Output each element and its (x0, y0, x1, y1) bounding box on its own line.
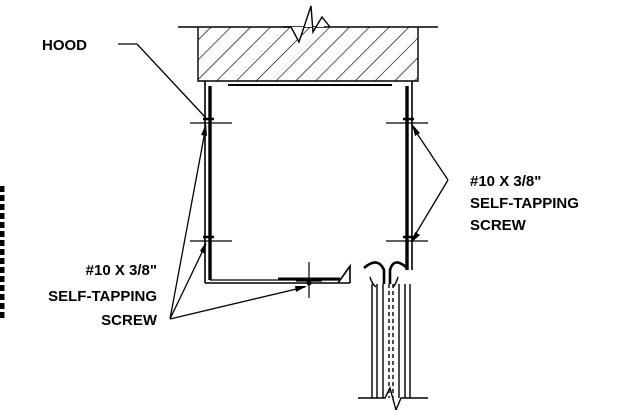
right-screw-type: SELF-TAPPING (470, 195, 579, 212)
arrowhead-left-upper (201, 124, 207, 136)
hook-connector (363, 261, 408, 288)
left-screw-callout: #10 X 3/8" SELF-TAPPING SCREW (48, 262, 158, 329)
hood-block (197, 5, 419, 82)
right-screw-leader-lines (411, 125, 449, 241)
break-symbol (283, 5, 331, 44)
right-screw-callout: #10 X 3/8" SELF-TAPPING SCREW (470, 173, 579, 234)
arrowhead-left-lower (200, 242, 206, 254)
screw-marker-left-lower (190, 235, 232, 242)
screw-marker-right-upper (386, 117, 428, 124)
arrowhead-bottom (295, 286, 307, 292)
screw-marker-right-lower (386, 235, 428, 242)
bottom-panel (205, 263, 351, 284)
right-wall (405, 81, 413, 270)
right-screw-size: #10 X 3/8" (470, 173, 541, 190)
right-screw-word: SCREW (470, 217, 527, 234)
left-wall (204, 81, 212, 283)
screw-marker-bottom (296, 262, 322, 298)
bottom-break-symbol (358, 386, 428, 410)
hood-leader-line (118, 43, 207, 119)
left-screw-type: SELF-TAPPING (48, 288, 157, 305)
left-screw-leader-lines (169, 125, 306, 320)
hood-label: HOOD (42, 37, 87, 54)
left-screw-size: #10 X 3/8" (86, 262, 157, 279)
screw-marker-left-upper (190, 117, 232, 124)
left-screw-word: SCREW (101, 312, 158, 329)
duct-walls (371, 284, 411, 398)
arrowhead-right-lower (412, 232, 420, 242)
arrowhead-right-upper (412, 124, 420, 136)
